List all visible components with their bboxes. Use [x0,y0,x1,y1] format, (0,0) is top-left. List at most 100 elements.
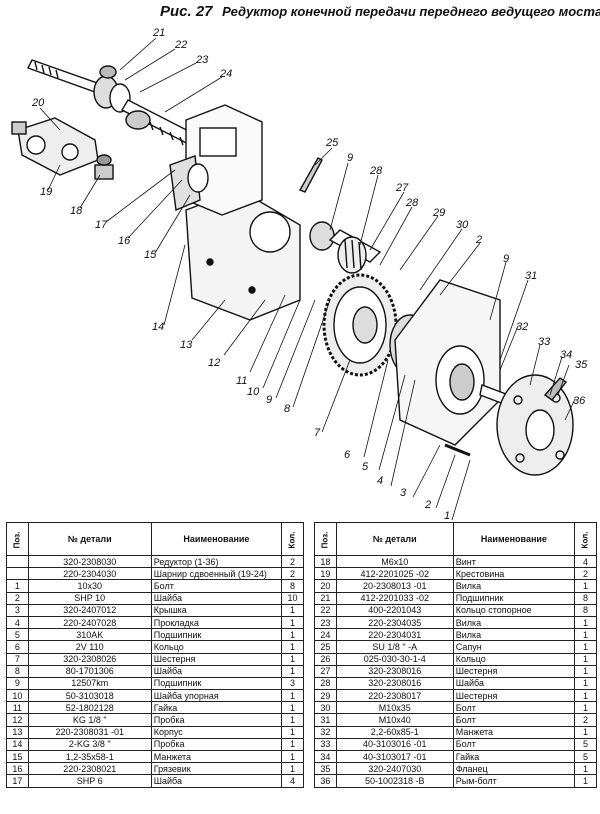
cell-part-no: М6х10 [335,554,454,569]
cell-pos: 12 [6,713,29,727]
figure-number: Рис. 27 [160,3,213,20]
callout-25: 25 [325,137,339,149]
cell-name: Манжета [452,725,576,739]
callout-17: 17 [95,219,108,231]
cell-name: Вилка [452,615,576,630]
cell-qty: 2 [281,567,304,581]
callout-15: 15 [144,249,157,261]
cell-qty: 1 [281,701,304,715]
cell-pos: 26 [314,652,337,666]
cell-qty: 8 [574,591,597,605]
cell-qty: 8 [574,603,597,617]
cell-qty: 5 [574,749,597,764]
cover [394,279,501,446]
callout-7: 7 [314,427,321,439]
table-header-row: Поз. № детали Наименование Кол. [6,522,304,556]
callout-11: 11 [236,375,247,387]
cell-pos: 24 [314,628,337,642]
cell-pos: 17 [6,774,29,788]
cell-name: Шайба [150,774,283,788]
cell-part-no: 220-2308021 [27,762,152,776]
cell-name: Пробка [150,713,283,727]
callout-4: 4 [377,475,383,487]
cell-part-no: 412-2201025 -02 [335,567,454,581]
cell-name: Гайка [150,701,283,715]
cell-pos: 2 [6,591,29,605]
cell-pos: 10 [6,689,29,703]
cell-pos: 36 [314,774,337,788]
cell-qty: 1 [574,725,597,739]
cell-part-no: 1,2-35х58-1 [27,749,152,764]
callout-27: 27 [395,182,409,194]
cell-part-no: 220-2304035 [335,615,454,630]
cell-part-no: SHP 6 [27,774,152,788]
cell-part-no: 220-2304031 [335,628,454,642]
cell-qty: 1 [281,762,304,776]
cell-name: Грязевик [150,762,283,776]
cell-pos: 35 [314,762,337,776]
housing [169,104,301,321]
exploded-assembly-drawing: 21 22 23 24 20 19 18 17 16 15 25 9 28 27… [11,27,588,520]
cell-part-no: SU 1/8 " -A [335,640,454,654]
callout-32: 32 [516,321,528,333]
cell-qty: 2 [574,713,597,727]
callout-10: 10 [247,386,260,398]
cell-qty: 1 [281,689,304,703]
cell-pos: 7 [6,652,29,666]
cell-pos: 32 [314,725,337,739]
cell-part-no: М10х40 [335,713,454,727]
cell-qty: 1 [281,640,304,654]
col-part-header: № детали [27,522,152,556]
cell-qty: 1 [574,652,597,666]
cell-part-no: 50-1002318 -В [335,774,454,788]
callout-28-b: 28 [405,197,419,209]
cell-part-no: М10х35 [335,701,454,715]
cell-name: Шарнир сдвоенный (19-24) [150,567,283,581]
cell-qty: 1 [281,652,304,666]
cell-qty: 5 [574,737,597,752]
cell-part-no: 320-2308030 [27,554,152,569]
cell-name: Болт [452,701,576,715]
callout-14: 14 [152,321,164,333]
callout-8: 8 [284,403,291,415]
cell-name: Вилка [452,579,576,593]
cell-qty: 1 [574,640,597,654]
cell-qty: 1 [574,689,597,703]
table-header-row: Поз. № детали Наименование Кол. [314,522,597,556]
cell-name: Винт [452,554,576,569]
cross-and-yoke [11,117,114,180]
bolt [444,443,471,457]
callout-5: 5 [362,461,369,473]
callout-20: 20 [31,97,45,109]
cell-name: Подшипник [452,591,576,605]
figure-title: Рис. 27 Редуктор конечной передачи перед… [160,3,600,20]
cell-part-no: 220-2308031 -01 [27,725,152,739]
callout-28-a: 28 [369,165,383,177]
cell-part-no: 2,2-60х85-1 [335,725,454,739]
cell-part-no: 220-2308017 [335,689,454,703]
callout-31: 31 [525,270,537,282]
cell-qty: 2 [574,567,597,581]
cell-pos: 21 [314,591,337,605]
col-pos-header: Поз. [6,522,29,556]
cell-name: Подшипник [150,676,283,691]
cell-qty: 1 [574,762,597,776]
cell-name: Болт [452,737,576,752]
cell-qty: 1 [574,664,597,678]
cell-name: Кольцо [150,640,283,654]
